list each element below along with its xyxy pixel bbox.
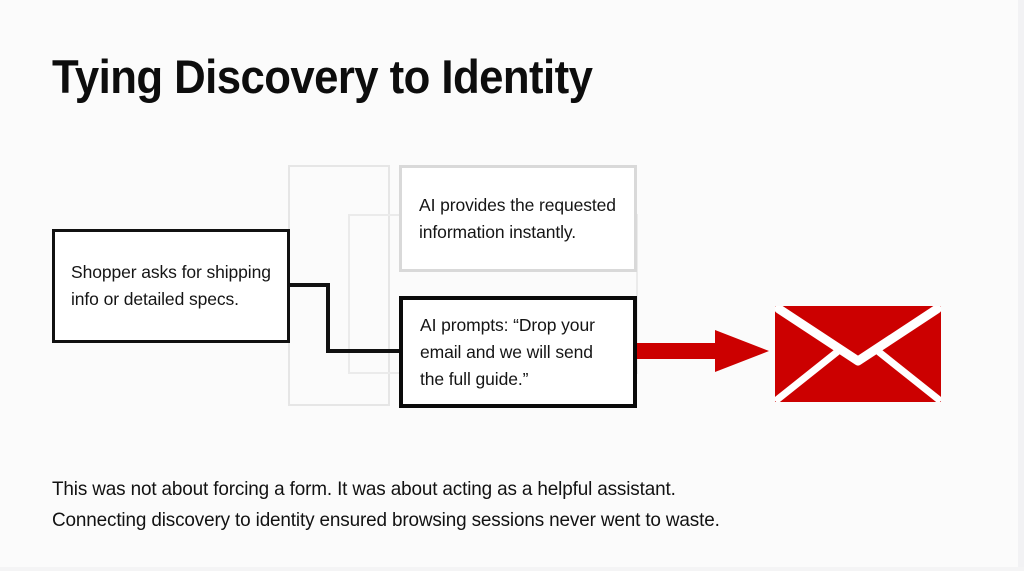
flow-box-ai-prompts-email-label: AI prompts: “Drop your email and we will… xyxy=(420,314,595,389)
caption-line-2: Connecting discovery to identity ensured… xyxy=(52,509,720,531)
page-edge-right xyxy=(1018,0,1024,571)
caption: This was not about forcing a form. It wa… xyxy=(52,474,925,536)
page-edge-bottom xyxy=(0,567,1024,571)
arrow-right-icon xyxy=(637,330,769,372)
connector-segment-horizontal-top xyxy=(290,283,330,287)
flow-box-ai-prompts-email[interactable]: AI prompts: “Drop your email and we will… xyxy=(399,296,637,408)
flow-box-ai-provides-info[interactable]: AI provides the requested information in… xyxy=(399,165,637,272)
envelope-icon xyxy=(775,306,941,402)
caption-line-1: This was not about forcing a form. It wa… xyxy=(52,478,676,500)
flow-box-ai-provides-info-label: AI provides the requested information in… xyxy=(419,194,616,242)
connector-segment-horizontal-bottom xyxy=(326,349,401,353)
connector-segment-vertical xyxy=(326,283,330,353)
flow-box-shopper-request-label: Shopper asks for shipping info or detail… xyxy=(71,262,271,309)
page-title: Tying Discovery to Identity xyxy=(52,50,593,103)
flow-box-shopper-request[interactable]: Shopper asks for shipping info or detail… xyxy=(52,229,290,343)
